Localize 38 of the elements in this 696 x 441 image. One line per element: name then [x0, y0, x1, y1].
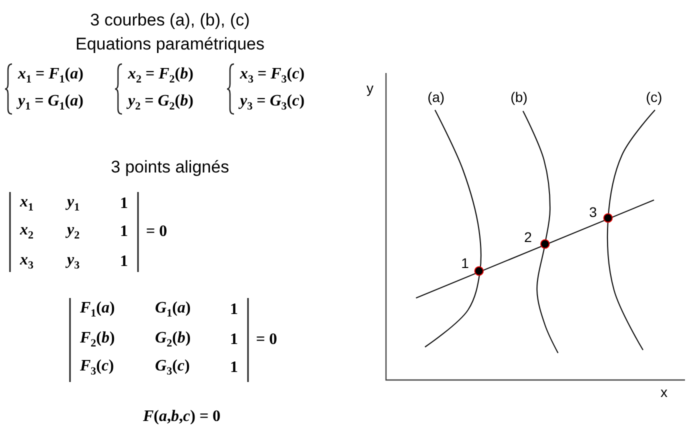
matrix-entry: 1: [120, 254, 128, 270]
equation: = 0: [256, 332, 278, 348]
matrix-entry: G$_{1}$(a): [155, 300, 191, 320]
heading: 3 points alignés: [110, 158, 230, 176]
equation: y$_{2}$ = G$_{2}$(b): [128, 93, 194, 113]
curve-label: (c): [646, 90, 662, 104]
axis-label: y: [366, 81, 374, 95]
subtitle: Equations paramétriques: [76, 36, 264, 52]
matrix-entry: 1: [120, 224, 128, 240]
matrix-entry: 1: [230, 332, 238, 348]
point-label: 2: [524, 230, 532, 244]
equation: x$_{1}$ = F$_{1}$(a): [18, 66, 84, 86]
matrix-entry: x$_{1}$: [20, 194, 34, 214]
matrix-entry: 1: [230, 302, 238, 318]
matrix-entry: x$_{3}$: [20, 252, 34, 272]
matrix-entry: F$_{2}$(b): [80, 330, 115, 350]
equation: y$_{3}$ = G$_{3}$(c): [240, 93, 305, 113]
matrix-entry: 1: [230, 360, 238, 376]
matrix-entry: G$_{3}$(c): [155, 358, 190, 378]
equation: x$_{3}$ = F$_{3}$(c): [240, 66, 305, 86]
curve-label: (a): [427, 90, 445, 104]
equation: x$_{2}$ = F$_{2}$(b): [128, 66, 194, 86]
matrix-entry: y$_{1}$: [67, 194, 80, 214]
equation: y$_{1}$ = G$_{1}$(a): [18, 93, 84, 113]
matrix-entry: y$_{3}$: [67, 252, 80, 272]
axis-label: x: [660, 385, 668, 399]
point-label: 3: [589, 205, 597, 219]
point-label: 1: [461, 256, 469, 270]
matrix-entry: x$_{2}$: [20, 222, 34, 242]
matrix-entry: y$_{2}$: [67, 222, 80, 242]
matrix-entry: F$_{1}$(a): [80, 300, 115, 320]
matrix-entry: F$_{3}$(c): [80, 358, 114, 378]
equation: F(a,b,c) = 0: [143, 409, 221, 425]
curve-label: (b): [510, 90, 528, 104]
equation: = 0: [146, 224, 168, 240]
title: 3 courbes (a), (b), (c): [90, 12, 250, 28]
matrix-entry: 1: [120, 196, 128, 212]
matrix-entry: G$_{2}$(b): [155, 330, 191, 350]
